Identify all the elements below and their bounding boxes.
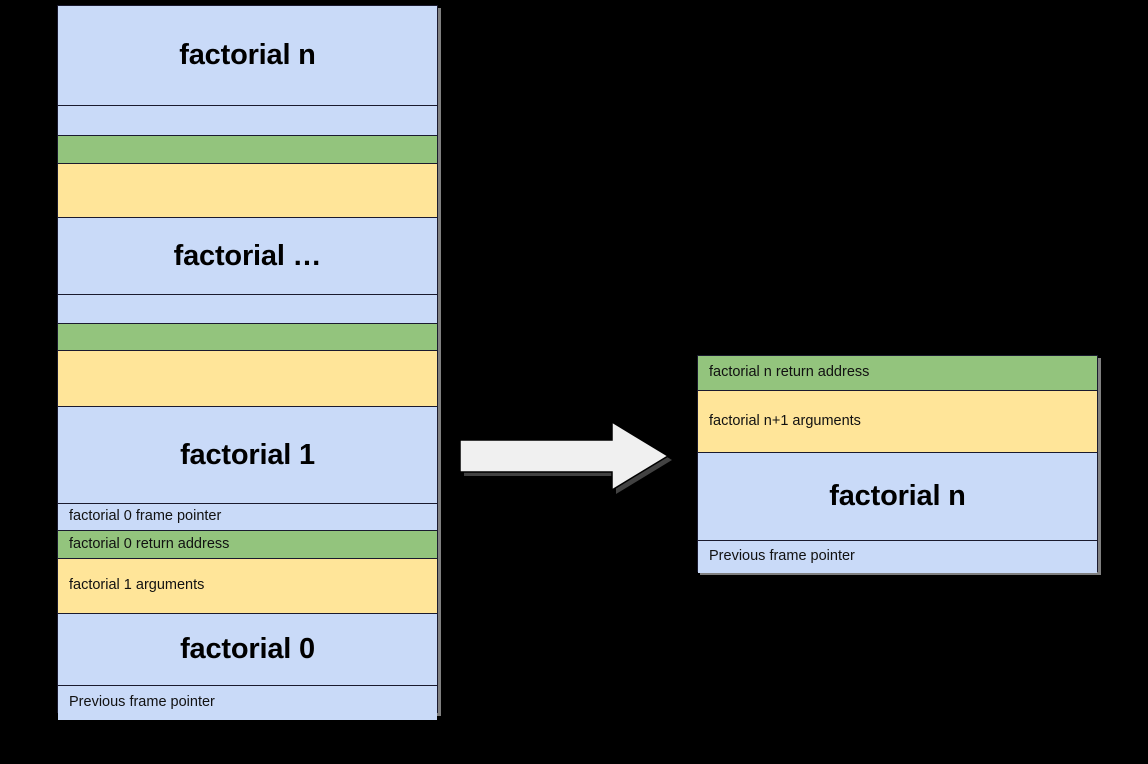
- stack-row: [58, 164, 437, 218]
- slot-label: factorial 0 return address: [69, 535, 230, 552]
- slot-label: factorial 0 frame pointer: [69, 508, 222, 525]
- stack-row: factorial 0: [58, 614, 437, 686]
- expand-arrow: [460, 422, 676, 498]
- stack-row: factorial n: [58, 6, 437, 106]
- stack-row: [58, 106, 437, 136]
- frame-label: factorial …: [173, 239, 322, 272]
- stack-row: Previous frame pointer: [698, 541, 1097, 573]
- stack-row: factorial n return address: [698, 356, 1097, 391]
- expand-arrow-icon: [460, 422, 672, 494]
- slot-label: factorial 1 arguments: [69, 577, 205, 594]
- call-stack-overview: factorial n factorial … factorial 1 factori…: [57, 5, 438, 720]
- stack-row: factorial 1 arguments: [58, 559, 437, 614]
- stack-row: factorial …: [58, 218, 437, 295]
- stack-row: factorial 1: [58, 407, 437, 504]
- frame-label: factorial 1: [180, 438, 315, 471]
- single-frame-detail: factorial n return address factorial n+1 …: [697, 355, 1098, 573]
- frame-label: factorial n: [179, 39, 316, 71]
- stack-row: [58, 351, 437, 407]
- stack-row: factorial n+1 arguments: [698, 391, 1097, 453]
- stack-row: factorial 0 frame pointer: [58, 504, 437, 531]
- stack-row: [58, 324, 437, 351]
- stack-row: [58, 136, 437, 164]
- stack-row: Previous frame pointer: [58, 686, 437, 720]
- stack-row: factorial n: [698, 453, 1097, 541]
- frame-label: factorial n: [829, 480, 966, 512]
- stack-row: [58, 295, 437, 324]
- stack-row: factorial 0 return address: [58, 531, 437, 559]
- frame-label: factorial 0: [180, 633, 315, 665]
- slot-label: Previous frame pointer: [69, 694, 215, 711]
- slot-label: factorial n return address: [709, 364, 870, 381]
- slot-label: factorial n+1 arguments: [709, 412, 861, 429]
- slot-label: Previous frame pointer: [709, 548, 855, 565]
